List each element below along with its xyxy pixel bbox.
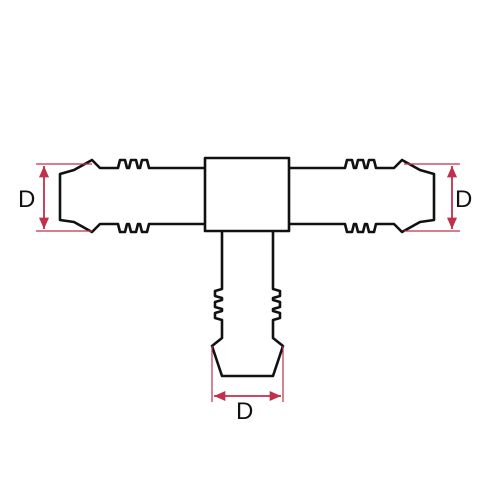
right-dimension-label: D: [455, 186, 472, 213]
bottom-barb-branch: [210, 229, 285, 378]
bottom-dimension-label: D: [236, 398, 253, 425]
bottom-dimension: D: [211, 346, 284, 425]
left-dimension: D: [18, 163, 92, 232]
left-barb-branch: [58, 158, 207, 234]
right-dimension: D: [404, 163, 472, 232]
tee-center-body: [203, 156, 291, 233]
left-dimension-label: D: [18, 186, 35, 213]
right-barb-branch: [287, 158, 436, 234]
tee-fitting: [58, 156, 436, 378]
